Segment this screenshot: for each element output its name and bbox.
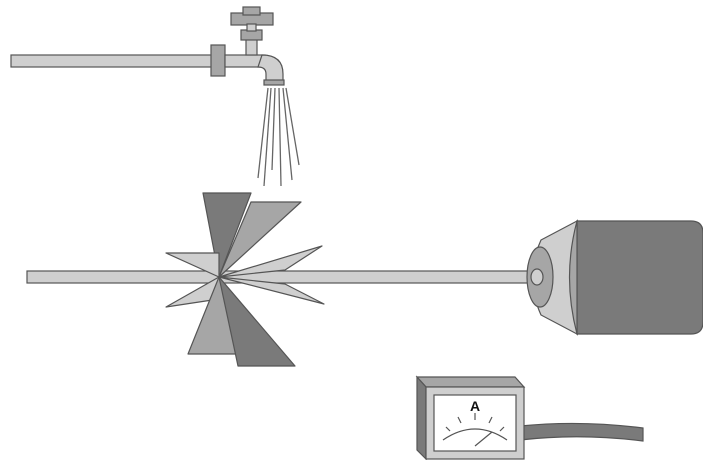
ammeter-tick xyxy=(445,426,451,432)
ammeter-tick xyxy=(457,416,462,424)
water-tap xyxy=(10,6,285,86)
water-stream-line xyxy=(271,87,276,171)
water-stream-line xyxy=(278,87,282,187)
turbine-blade-front-lower xyxy=(218,276,325,305)
ammeter-case-top xyxy=(415,376,526,388)
ammeter: A xyxy=(415,375,526,460)
ammeter-case-side xyxy=(416,375,427,460)
turbine-blade-front-upper xyxy=(218,245,323,278)
generator xyxy=(526,219,703,336)
water-stream-line xyxy=(263,87,272,187)
spout-nozzle xyxy=(263,79,285,86)
ammeter-dial xyxy=(433,394,517,452)
pipe-coupling xyxy=(210,44,226,77)
water-stream-line xyxy=(282,87,293,181)
generator-body xyxy=(576,220,703,335)
turbine-blade-back-light xyxy=(218,201,302,278)
ammeter-needle xyxy=(474,431,493,447)
axle xyxy=(26,270,548,284)
ammeter-scale-arc xyxy=(442,428,508,441)
meter-cable xyxy=(519,422,644,442)
water-stream-line xyxy=(257,87,269,179)
tap-spout xyxy=(257,54,284,83)
water-spray xyxy=(257,87,300,187)
ammeter-label: A xyxy=(470,398,480,414)
turbine-blade-lower-dark xyxy=(218,276,296,367)
turbine-blade-side xyxy=(165,252,220,278)
water-stream-line xyxy=(285,87,300,166)
water-pipe xyxy=(10,54,217,68)
ammeter-tick xyxy=(499,426,505,432)
turbine-wheel xyxy=(165,192,325,367)
valve-neck xyxy=(246,23,257,32)
ammeter-tick xyxy=(488,416,493,424)
valve-handle-cap xyxy=(242,6,261,16)
generator-shaft-end xyxy=(530,268,544,286)
